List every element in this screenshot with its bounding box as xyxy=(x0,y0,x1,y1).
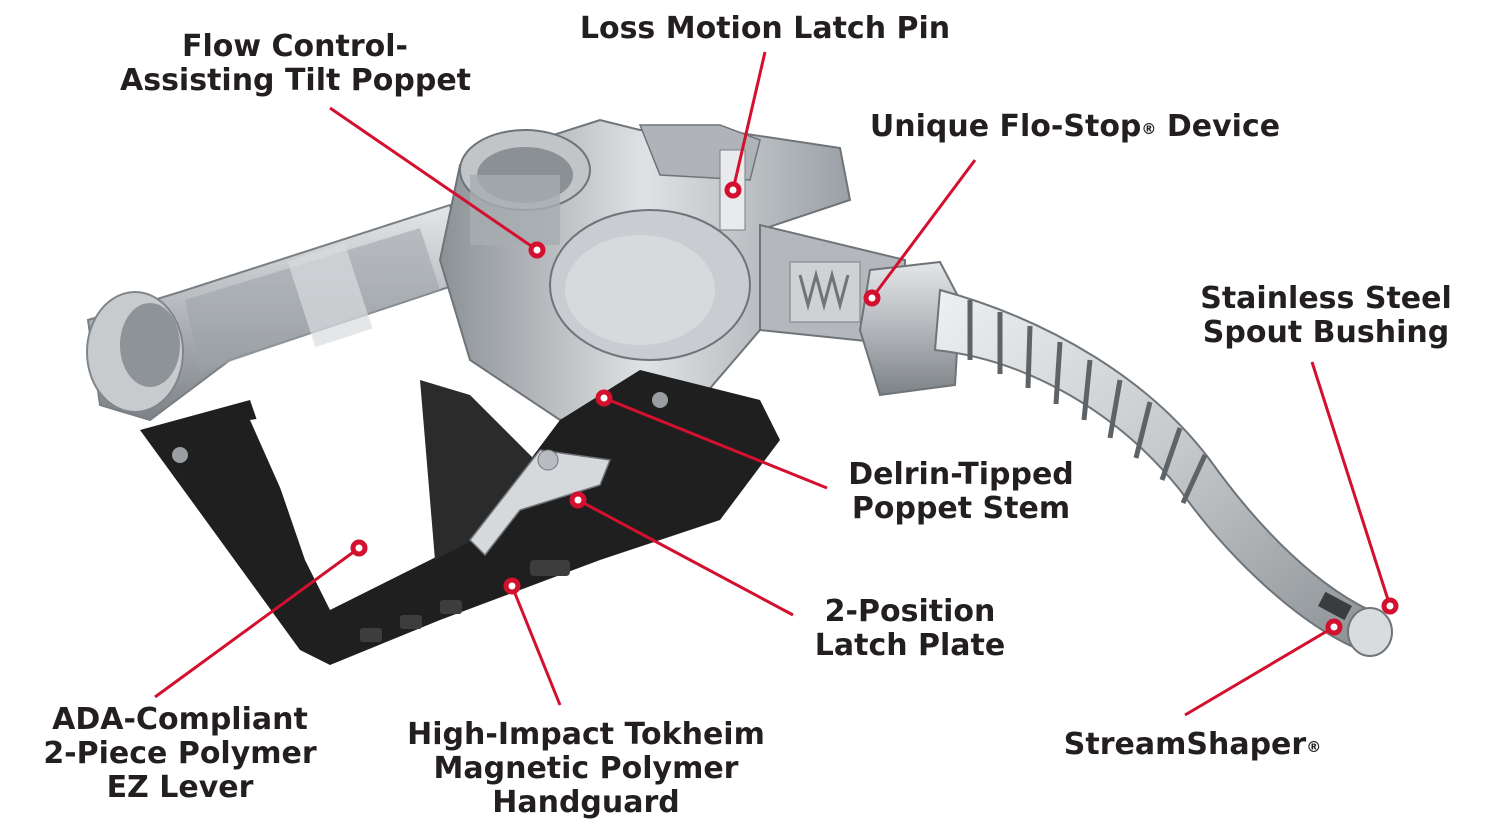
label-ez-lever-line3: EZ Lever xyxy=(106,770,254,805)
dot-flo-stop xyxy=(863,289,881,307)
label-latch-plate-line2: Latch Plate xyxy=(814,628,1006,663)
label-flo-stop: Unique Flo-Stop® Device xyxy=(860,110,1290,144)
callout-dots xyxy=(350,181,1399,636)
label-flo-stop-text2: Device xyxy=(1156,109,1281,144)
leader-lines xyxy=(154,51,1392,717)
spout-valve-assembly xyxy=(759,223,962,397)
dot-poppet-stem xyxy=(595,389,613,407)
leader-latch-plate xyxy=(577,498,794,617)
label-tilt-poppet-line2: Assisting Tilt Poppet xyxy=(120,63,472,98)
dot-streamshaper xyxy=(1325,618,1343,636)
label-streamshaper: StreamShaper® xyxy=(1055,728,1330,762)
dot-latch-plate xyxy=(569,491,587,509)
label-latch-plate: 2-Position Latch Plate xyxy=(805,595,1015,663)
label-handguard: High-Impact Tokheim Magnetic Polymer Han… xyxy=(405,718,767,820)
label-flo-stop-line1: Unique Flo-Stop® Device xyxy=(860,110,1290,144)
label-poppet-stem-line1: Delrin-Tipped xyxy=(848,457,1074,492)
handle-tube xyxy=(86,203,472,422)
label-ez-lever-line1: ADA-Compliant xyxy=(52,702,308,737)
leader-poppet-stem xyxy=(603,396,828,490)
dot-latch-pin xyxy=(724,181,742,199)
leader-spout-bushing xyxy=(1310,361,1392,607)
dot-ez-lever xyxy=(350,539,368,557)
label-tilt-poppet: Flow Control- Assisting Tilt Poppet xyxy=(120,29,472,98)
label-tilt-poppet-line1: Flow Control- xyxy=(181,29,408,64)
label-latch-plate-line1: 2-Position xyxy=(824,594,996,629)
label-poppet-stem-line2: Poppet Stem xyxy=(851,491,1071,526)
label-handguard-line1: High-Impact Tokheim xyxy=(407,717,765,752)
label-ez-lever: ADA-Compliant 2-Piece Polymer EZ Lever xyxy=(30,703,330,805)
leader-streamshaper xyxy=(1184,625,1335,717)
label-handguard-line2: Magnetic Polymer xyxy=(433,751,739,786)
leader-flo-stop xyxy=(870,159,977,299)
label-latch-pin: Loss Motion Latch Pin xyxy=(570,12,960,46)
label-streamshaper-line1: StreamShaper® xyxy=(1055,728,1330,762)
latch-plate xyxy=(469,449,612,557)
spout xyxy=(933,288,1393,657)
label-handguard-line3: Handguard xyxy=(492,785,680,820)
leader-latch-pin xyxy=(731,51,767,191)
dot-handguard xyxy=(503,577,521,595)
label-latch-pin-line1: Loss Motion Latch Pin xyxy=(579,11,951,46)
label-flo-stop-reg: ® xyxy=(1141,120,1157,138)
label-spout-bushing-line2: Spout Bushing xyxy=(1202,315,1450,350)
label-streamshaper-text: StreamShaper xyxy=(1063,727,1307,762)
leader-tilt-poppet xyxy=(329,106,538,252)
label-poppet-stem: Delrin-Tipped Poppet Stem xyxy=(835,458,1087,526)
label-ez-lever-line2: 2-Piece Polymer xyxy=(43,736,317,771)
leader-ez-lever xyxy=(154,546,360,699)
label-spout-bushing: Stainless Steel Spout Bushing xyxy=(1195,282,1457,350)
dot-tilt-poppet xyxy=(528,241,546,259)
label-spout-bushing-line1: Stainless Steel xyxy=(1200,281,1452,316)
ez-lever xyxy=(140,370,780,665)
dot-spout-bushing xyxy=(1381,597,1399,615)
label-flo-stop-text: Unique Flo-Stop xyxy=(869,109,1142,144)
leader-handguard xyxy=(510,585,562,706)
label-streamshaper-reg: ® xyxy=(1306,738,1322,756)
